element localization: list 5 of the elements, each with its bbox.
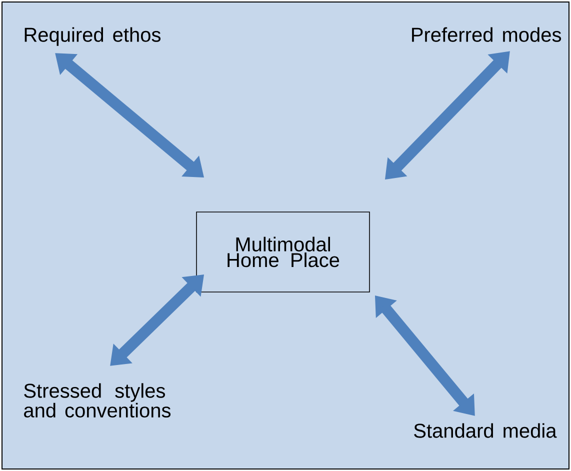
label-text: Preferred modes (412, 27, 562, 42)
label-text: Required ethos (24, 27, 160, 46)
label-text: Stressed styles and conventions (24, 383, 171, 418)
label-text: Standard media (414, 423, 557, 438)
center-box: Multimodal Home Place (196, 212, 370, 292)
